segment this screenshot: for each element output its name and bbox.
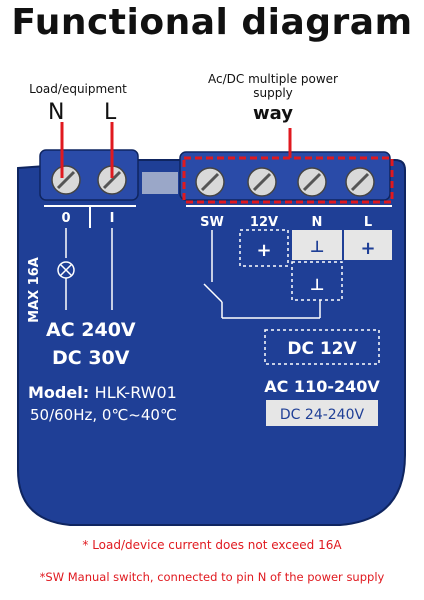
- terminal-l-label: L: [364, 215, 372, 230]
- screw-left-1: [97, 165, 127, 195]
- way-label: way: [253, 103, 293, 124]
- note-sw-switch: *SW Manual switch, connected to pin N of…: [39, 570, 385, 584]
- n-ground-box: [292, 230, 342, 260]
- spec-label: 50/60Hz, 0℃~40℃: [30, 406, 177, 424]
- dc12-label: DC 12V: [287, 339, 357, 359]
- terminal-sw-label: SW: [200, 215, 224, 230]
- neutral-label: N: [48, 100, 65, 125]
- ground-label: ⊥: [310, 275, 325, 294]
- note-load-current: * Load/device current does not exceed 16…: [82, 538, 342, 552]
- screw-n: [297, 167, 327, 197]
- ground-dashed-box: [291, 261, 343, 301]
- model-label: Model: HLK-RW01: [28, 383, 177, 402]
- switch-icon: [203, 283, 223, 303]
- center-slot: [142, 172, 178, 194]
- terminal-0-label: 0: [61, 211, 70, 226]
- red-dashed-box: [182, 156, 394, 204]
- ac-range-label: AC 110-240V: [264, 377, 380, 396]
- dc12-box: [264, 329, 380, 365]
- ac-voltage-label: AC 240V: [46, 319, 136, 341]
- l-plus-box: [344, 230, 392, 260]
- dc-range-box: [266, 400, 378, 426]
- terminal-1-label: I: [110, 211, 115, 226]
- plus-l-label: +: [360, 238, 375, 259]
- power-supply-label: Ac/DC multiple power supply: [208, 72, 338, 100]
- max-current-label: MAX 16A: [27, 257, 42, 323]
- dc-voltage-label: DC 30V: [52, 347, 130, 369]
- terminal-n-label: N: [312, 215, 323, 230]
- model-key: Model: [28, 383, 83, 402]
- live-label: L: [104, 100, 117, 125]
- screw-sw: [195, 167, 225, 197]
- plus-12v-label: +: [256, 240, 271, 261]
- load-label: Load/equipment: [29, 82, 127, 96]
- terminal-12v-label: 12V: [250, 215, 278, 230]
- ground-n-label: ⊥: [310, 237, 325, 256]
- screw-12v: [247, 167, 277, 197]
- page-title: Functional diagram: [11, 2, 413, 43]
- right-terminal-block: [179, 151, 391, 201]
- 12v-plus-box: [239, 229, 289, 267]
- screw-l: [345, 167, 375, 197]
- model-value: HLK-RW01: [95, 383, 177, 402]
- dc-range-label: DC 24-240V: [280, 407, 365, 423]
- screw-left-0: [51, 165, 81, 195]
